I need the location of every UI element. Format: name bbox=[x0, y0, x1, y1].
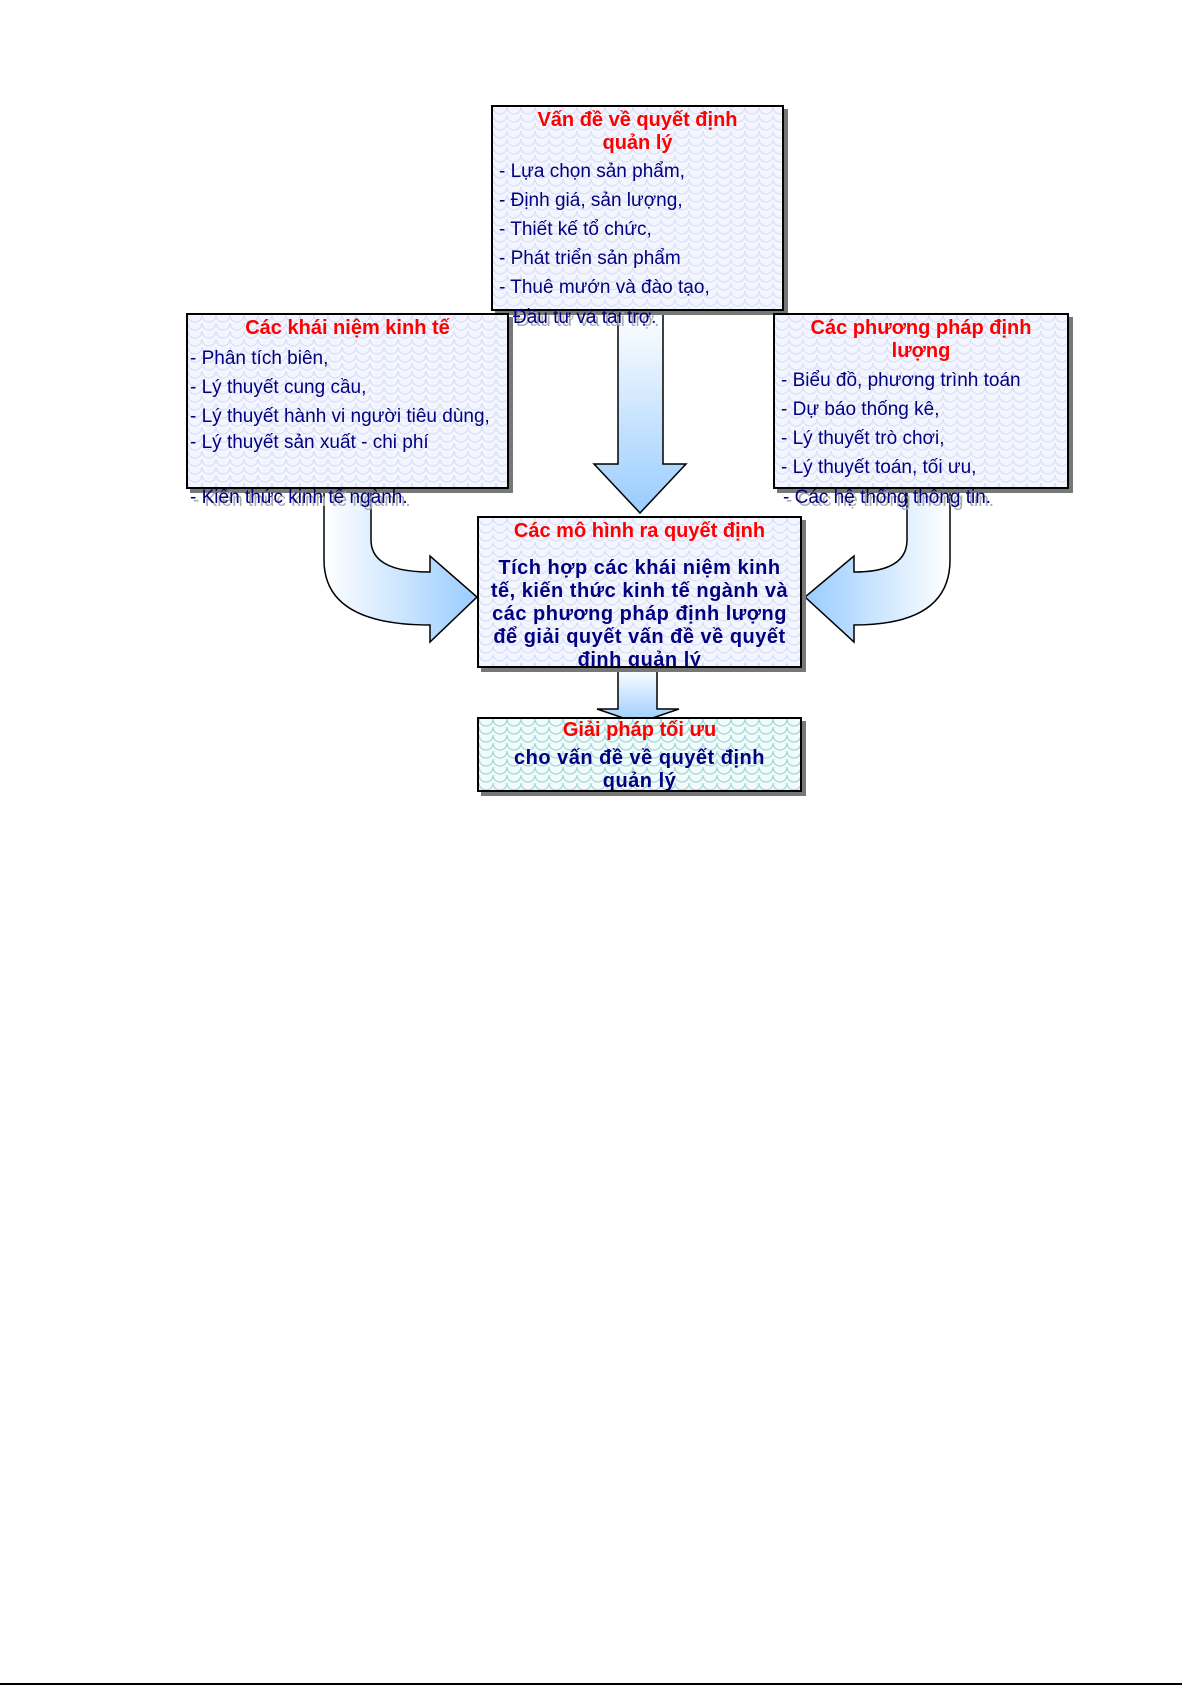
list-item: - Biểu đồ, phương trình toán bbox=[781, 370, 1021, 391]
list-item-overflow: - Các hệ thống thông tin. bbox=[783, 487, 992, 508]
list-item: - Định giá, sản lượng, bbox=[499, 190, 683, 211]
left-box-title: Các khái niệm kinh tế bbox=[245, 317, 450, 339]
list-item: - Phát triển sản phẩm bbox=[499, 248, 681, 269]
right-box-quantitative-methods: Các phương pháp định lượng - Biểu đồ, ph… bbox=[773, 313, 1069, 508]
bottom-box-body: cho vấn đề về quyết định quản lý bbox=[514, 747, 765, 792]
list-item-overflow: - Kiến thức kinh tế ngành. bbox=[190, 487, 408, 508]
page-bottom-rule bbox=[0, 1683, 1182, 1685]
list-item: - Phân tích biên, bbox=[190, 348, 329, 369]
list-item: - Lựa chọn sản phẩm, bbox=[499, 161, 685, 182]
list-item: - Lý thuyết cung cầu, bbox=[190, 377, 367, 398]
top-box-title: Vấn đề về quyết định quản lý bbox=[537, 109, 738, 154]
left-box-economic-concepts: Các khái niệm kinh tế - Phân tích biên, … bbox=[186, 313, 509, 508]
middle-box-body: Tích hợp các khái niệm kinh tế, kiến thứ… bbox=[490, 557, 789, 668]
arrow-curved-right bbox=[803, 488, 951, 644]
top-box-management-decision-problems: Vấn đề về quyết định quản lý - Lựa chọn … bbox=[491, 105, 784, 328]
middle-box-decision-models: Các mô hình ra quyết định Tích hợp các k… bbox=[477, 516, 802, 668]
bottom-box-optimal-solution: Giải pháp tối ưu cho vấn đề về quyết địn… bbox=[477, 717, 802, 792]
bottom-box-title: Giải pháp tối ưu bbox=[562, 719, 717, 741]
list-item: - Dự báo thống kê, bbox=[781, 399, 940, 420]
list-item: - Lý thuyết toán, tối ưu, bbox=[781, 457, 977, 478]
list-item: - Lý thuyết sản xuất - chi phí bbox=[190, 432, 429, 453]
list-item-overflow: Đầu tư và tài trợ. bbox=[513, 307, 657, 328]
arrow-curved-left bbox=[323, 488, 479, 644]
arrow-down-bottom bbox=[596, 667, 680, 724]
list-item: - Lý thuyết trò chơi, bbox=[781, 428, 945, 449]
right-box-title: Các phương pháp định lượng bbox=[810, 317, 1032, 362]
list-item: - Thiết kế tổ chức, bbox=[499, 219, 652, 240]
list-item: - Thuê mướn và đào tạo, bbox=[499, 277, 710, 298]
list-item: - Lý thuyết hành vi người tiêu dùng, bbox=[190, 406, 490, 427]
arrow-down-center bbox=[592, 310, 688, 515]
middle-box-title: Các mô hình ra quyết định bbox=[513, 520, 766, 542]
